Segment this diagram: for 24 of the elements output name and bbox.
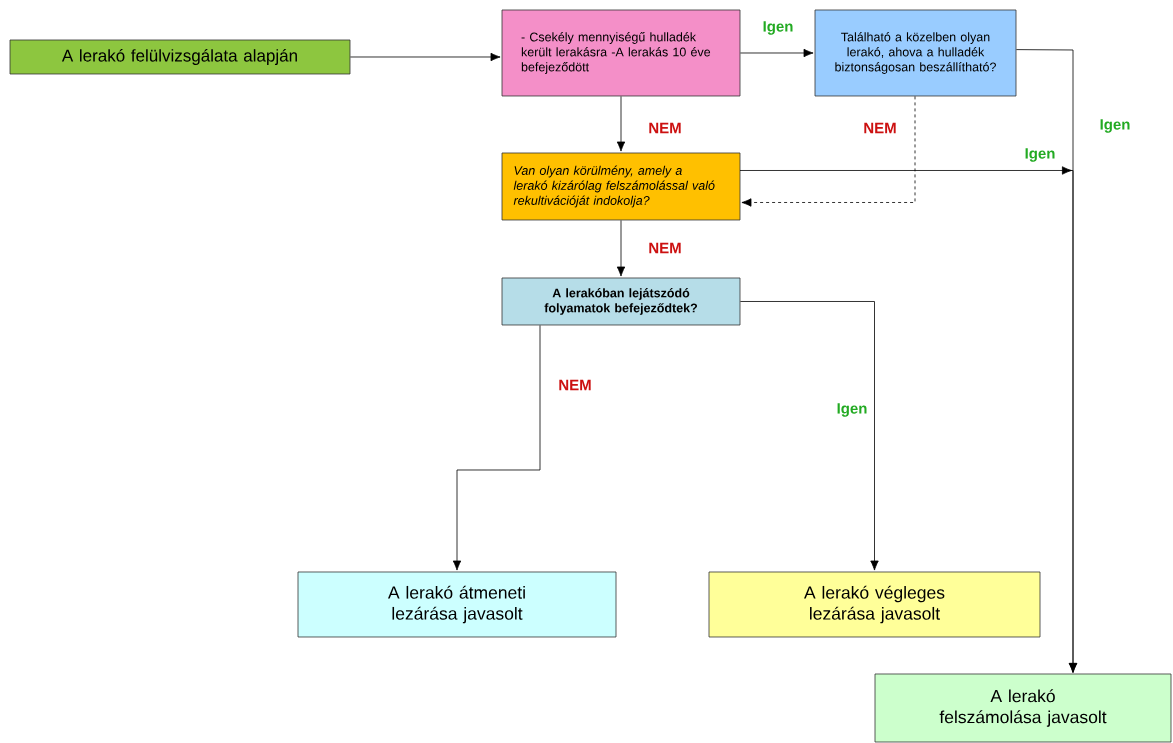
arrow xyxy=(452,325,541,571)
edge-label: NEM xyxy=(864,122,896,134)
arrow xyxy=(616,96,626,152)
process-box: Van olyan körülmény, amely a lerakó kizárólag felszámolással való rekultivációját indokolja? xyxy=(501,152,741,221)
arrow xyxy=(616,220,626,277)
edge-label: Igen xyxy=(1025,148,1055,162)
arrow xyxy=(740,48,814,58)
process-box: A lerakó végleges lezárása javasolt xyxy=(708,571,1041,638)
arrow xyxy=(741,96,916,207)
edge-label: Igen xyxy=(837,403,867,417)
edge-label: Igen xyxy=(763,21,793,35)
edge-label: NEM xyxy=(649,242,681,254)
edge-label: NEM xyxy=(559,379,591,391)
process-box: - Csekély mennyiségű hulladék került lerakásra -A lerakás 10 éve befejeződött xyxy=(501,9,741,97)
arrow xyxy=(740,301,879,571)
process-box: A lerakó átmeneti lezárása javasolt xyxy=(297,571,617,638)
process-box: A lerakóban lejátszódó folyamatok befejeződtek? xyxy=(501,277,741,326)
edge-label: Igen xyxy=(1100,119,1130,133)
arrow xyxy=(350,52,501,62)
process-box: A lerakó felülvizsgálata alapján xyxy=(9,39,351,75)
edge-label: NEM xyxy=(649,122,681,134)
process-box: A lerakó felszámolása javasolt xyxy=(874,673,1172,743)
process-box: Található a közelben olyan lerakó, ahova a hulladék biztonságosan beszállítható? xyxy=(814,9,1017,97)
arrow xyxy=(739,166,1078,673)
